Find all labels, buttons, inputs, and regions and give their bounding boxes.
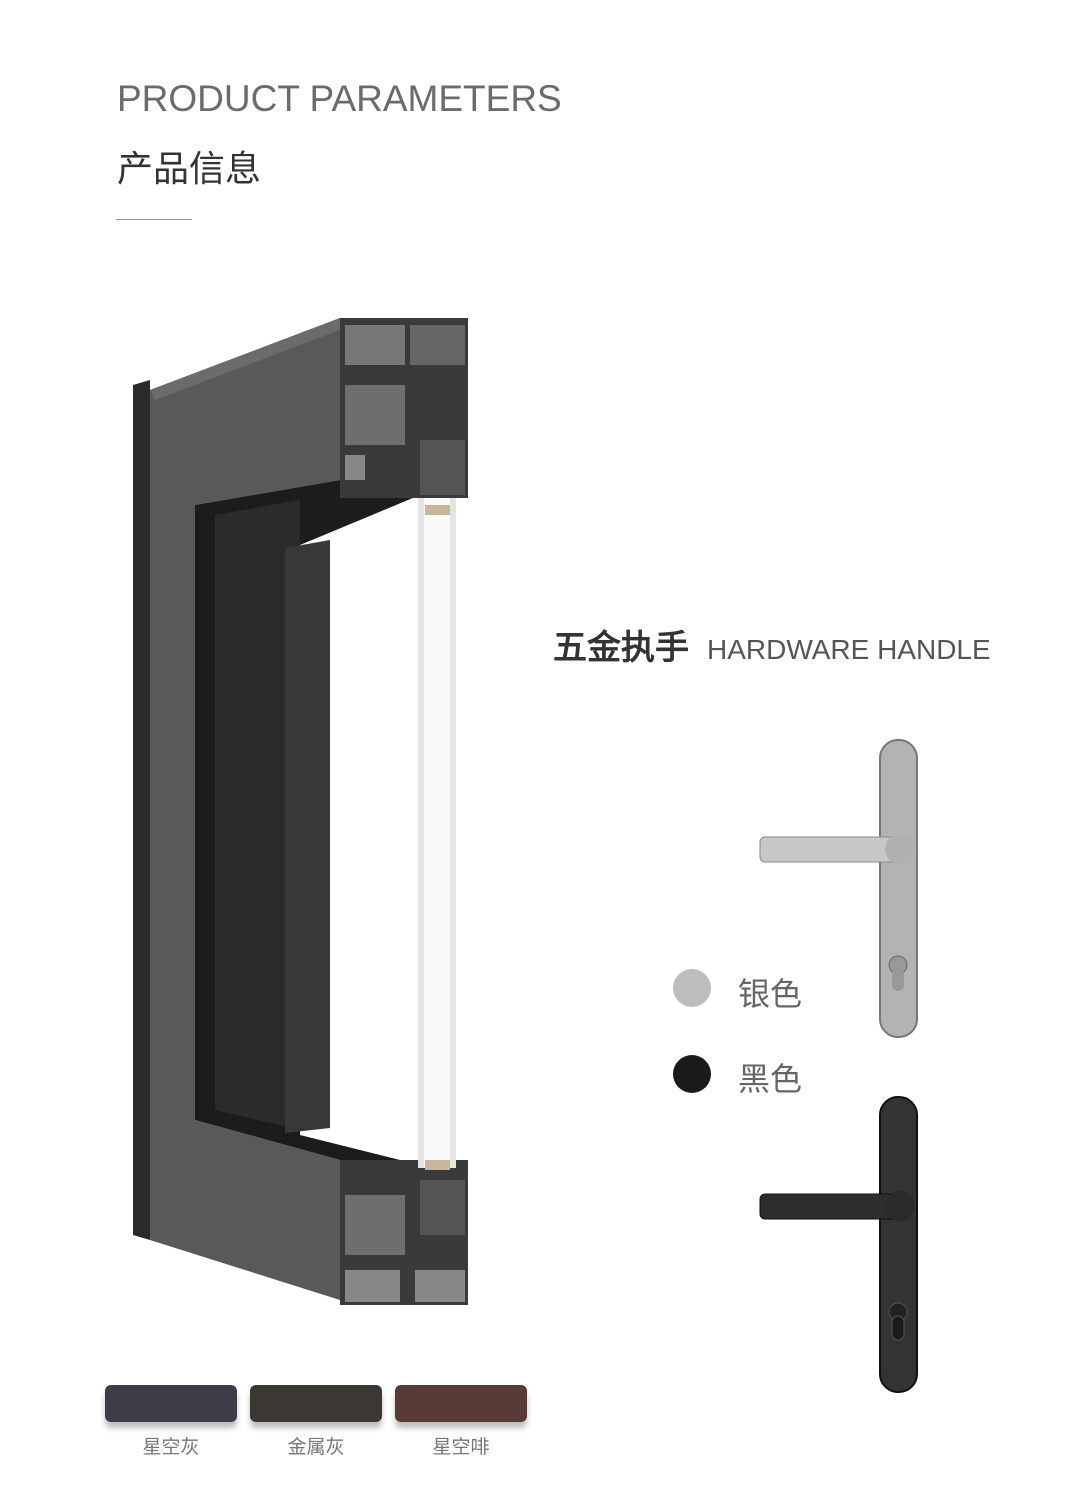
finish-swatch-starry-gray [105, 1385, 237, 1422]
finish-label: 金属灰 [287, 1436, 345, 1458]
page-title-cn: 产品信息 [117, 149, 262, 190]
finish-swatch-starry-brown [395, 1385, 527, 1422]
silver-handle-image [759, 739, 918, 1038]
title-divider [116, 219, 192, 220]
silver-color-dot [673, 969, 711, 1007]
silver-color-label: 银色 [738, 975, 803, 1013]
finish-swatch-metal-gray [250, 1385, 382, 1422]
finish-label: 星空灰 [142, 1436, 200, 1458]
black-color-dot [673, 1055, 711, 1093]
black-color-label: 黑色 [738, 1060, 803, 1098]
hardware-title-en: HARDWARE HANDLE [707, 634, 991, 665]
finish-label: 星空啡 [432, 1436, 490, 1458]
page-title-en: PRODUCT PARAMETERS [117, 78, 562, 119]
black-handle-image [759, 1096, 918, 1393]
hardware-title-cn: 五金执手 [553, 628, 689, 668]
hardware-heading: 五金执手 HARDWARE HANDLE [553, 620, 991, 669]
